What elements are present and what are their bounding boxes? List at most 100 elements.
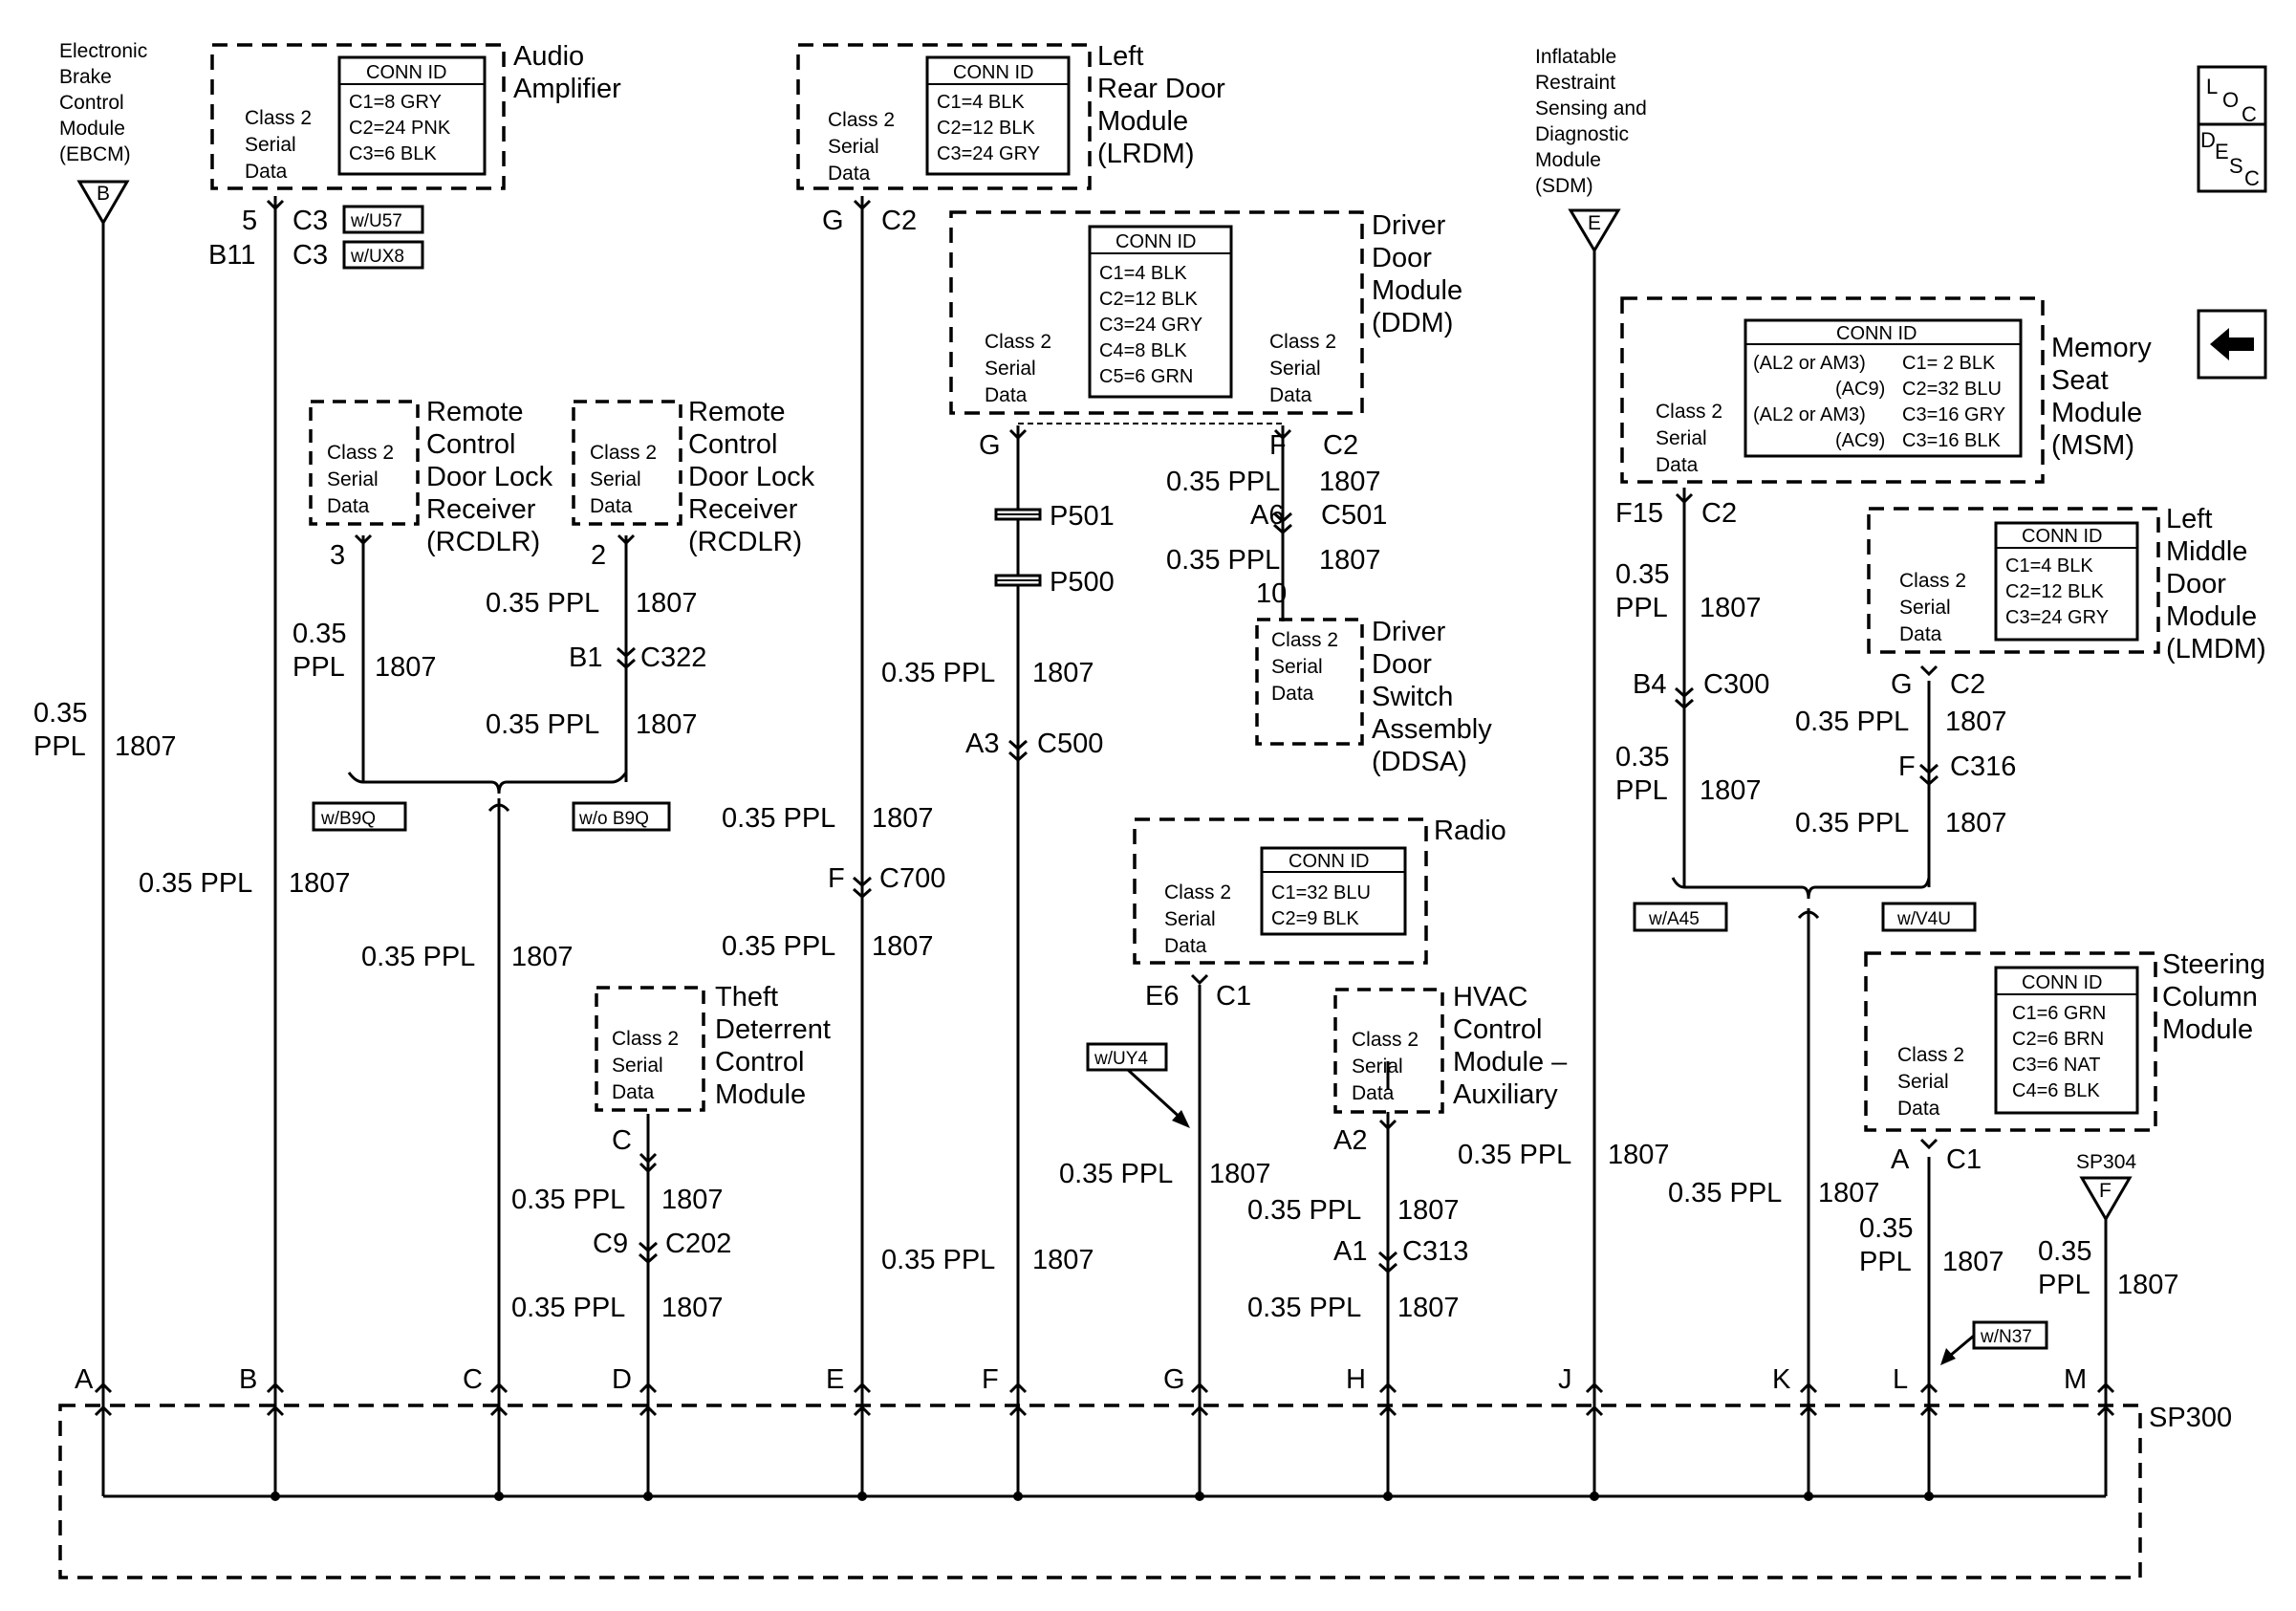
svg-text:(DDSA): (DDSA) (1372, 747, 1467, 777)
svg-text:E: E (2215, 140, 2229, 163)
svg-text:C313: C313 (1402, 1236, 1468, 1267)
svg-text:1807: 1807 (1209, 1159, 1271, 1189)
svg-text:(MSM): (MSM) (2051, 430, 2134, 461)
svg-text:CONN ID: CONN ID (2022, 526, 2102, 547)
svg-text:Class 2: Class 2 (1899, 570, 1966, 592)
sp304-terminal: SP304 F (2076, 1151, 2136, 1222)
svg-text:Serial: Serial (245, 134, 296, 156)
svg-text:G: G (979, 430, 1001, 461)
svg-text:1807: 1807 (1945, 808, 2007, 838)
svg-text:Door Lock: Door Lock (688, 462, 815, 492)
option-tag-b9q: w/B9Q (312, 801, 407, 832)
svg-text:Module: Module (2051, 398, 2142, 428)
svg-text:Serial: Serial (1352, 1056, 1403, 1078)
svg-text:CONN ID: CONN ID (1289, 851, 1369, 872)
steering-column-module: Class 2 Serial Data CONN ID C1=6 GRN C2=… (1864, 949, 2265, 1132)
svg-text:(AC9): (AC9) (1835, 379, 1885, 400)
splice-pin-label: K (1772, 1364, 1791, 1395)
svg-text:PPL: PPL (2038, 1270, 2090, 1300)
svg-text:Class 2: Class 2 (1656, 401, 1722, 423)
svg-text:Module: Module (59, 118, 125, 140)
svg-text:Data: Data (1897, 1098, 1940, 1120)
back-arrow-icon[interactable] (2197, 309, 2267, 380)
svg-text:(LMDM): (LMDM) (2166, 634, 2266, 664)
svg-text:G: G (1891, 669, 1913, 700)
svg-text:A1: A1 (1333, 1236, 1367, 1267)
svg-text:Serial: Serial (612, 1055, 663, 1077)
svg-text:C1=8 GRY: C1=8 GRY (349, 92, 442, 113)
svg-text:Data: Data (612, 1081, 655, 1103)
desc-icon[interactable]: D E S C (2197, 122, 2267, 193)
rcdlr-module-2: Class 2 Serial Data Remote Control Door … (572, 397, 815, 557)
svg-text:1807: 1807 (1319, 545, 1381, 576)
svg-text:1807: 1807 (1397, 1195, 1460, 1226)
svg-text:Auxiliary: Auxiliary (1453, 1079, 1558, 1110)
svg-text:Serial: Serial (1899, 597, 1951, 619)
svg-text:Door: Door (2166, 569, 2226, 599)
svg-text:P501: P501 (1050, 501, 1115, 532)
svg-text:Sensing and: Sensing and (1535, 98, 1647, 120)
svg-text:B11: B11 (208, 240, 255, 271)
svg-text:0.35: 0.35 (292, 619, 346, 649)
svg-text:Serial: Serial (1656, 427, 1707, 449)
svg-text:1807: 1807 (636, 588, 698, 619)
svg-text:Electronic: Electronic (59, 40, 147, 62)
svg-text:C2=12 BLK: C2=12 BLK (937, 118, 1036, 139)
svg-text:C3: C3 (292, 206, 328, 236)
svg-text:Data: Data (327, 495, 370, 517)
svg-text:Module: Module (1535, 149, 1601, 171)
svg-text:0.35 PPL: 0.35 PPL (722, 803, 835, 834)
svg-text:Serial: Serial (327, 468, 379, 490)
b9q-branch (347, 772, 628, 813)
svg-text:Class 2: Class 2 (612, 1028, 679, 1050)
svg-text:0.35: 0.35 (33, 698, 87, 729)
svg-text:C3=6 NAT: C3=6 NAT (2012, 1055, 2100, 1076)
svg-text:Data: Data (245, 161, 288, 183)
svg-text:F: F (1269, 430, 1287, 461)
svg-text:CONN ID: CONN ID (366, 62, 446, 83)
svg-text:0.35 PPL: 0.35 PPL (1668, 1178, 1782, 1208)
svg-text:Left: Left (1097, 41, 1143, 72)
svg-text:w/V4U: w/V4U (1896, 909, 1951, 929)
splice-pin-label: G (1163, 1364, 1185, 1395)
svg-text:C2=32 BLU: C2=32 BLU (1902, 379, 2002, 400)
svg-text:Restraint: Restraint (1535, 72, 1615, 94)
svg-text:1807: 1807 (375, 652, 437, 683)
sdm-terminal (1568, 208, 1621, 253)
svg-text:(EBCM): (EBCM) (59, 143, 131, 165)
svg-text:C500: C500 (1037, 729, 1103, 759)
svg-text:Assembly: Assembly (1372, 714, 1492, 745)
option-tag-u57: w/U57 (342, 205, 424, 234)
svg-text:Inflatable: Inflatable (1535, 46, 1616, 68)
svg-text:Serial: Serial (590, 468, 641, 490)
svg-text:Data: Data (828, 163, 871, 185)
sdm-module: Inflatable Restraint Sensing and Diagnos… (1535, 46, 1647, 253)
svg-text:C3=6 BLK: C3=6 BLK (349, 143, 437, 164)
splice-pin-label: E (826, 1364, 844, 1395)
option-tag-uy4: w/UY4 (1086, 1042, 1168, 1072)
svg-text:CONN ID: CONN ID (1836, 323, 1917, 344)
svg-text:B1: B1 (569, 642, 602, 673)
svg-text:1807: 1807 (115, 731, 177, 762)
svg-text:1807: 1807 (2117, 1270, 2179, 1300)
splice-pin-label: H (1346, 1364, 1366, 1395)
svg-text:Door: Door (1372, 649, 1432, 680)
svg-text:Data: Data (985, 384, 1028, 406)
splice-pin-label: L (1893, 1364, 1908, 1395)
svg-text:C2: C2 (881, 206, 917, 236)
svg-text:C3=16 GRY: C3=16 GRY (1902, 404, 2005, 425)
svg-text:Data: Data (590, 495, 633, 517)
svg-text:F: F (828, 863, 845, 894)
svg-text:0.35 PPL: 0.35 PPL (881, 658, 995, 688)
svg-text:Data: Data (1271, 683, 1314, 705)
hvac-module: Class 2 Serial Data HVAC Control Module … (1333, 982, 1568, 1114)
rcdlr-module-1: Class 2 Serial Data Remote Control Door … (309, 397, 553, 557)
svg-text:CONN ID: CONN ID (2022, 972, 2102, 993)
loc-icon[interactable]: L O C (2197, 65, 2267, 136)
svg-text:1807: 1807 (1945, 707, 2007, 737)
svg-text:Middle: Middle (2166, 536, 2247, 567)
splice-label: SP300 (2149, 1403, 2232, 1433)
svg-text:0.35: 0.35 (1859, 1213, 1913, 1244)
svg-text:G: G (822, 206, 844, 236)
svg-text:1807: 1807 (1032, 1245, 1094, 1275)
